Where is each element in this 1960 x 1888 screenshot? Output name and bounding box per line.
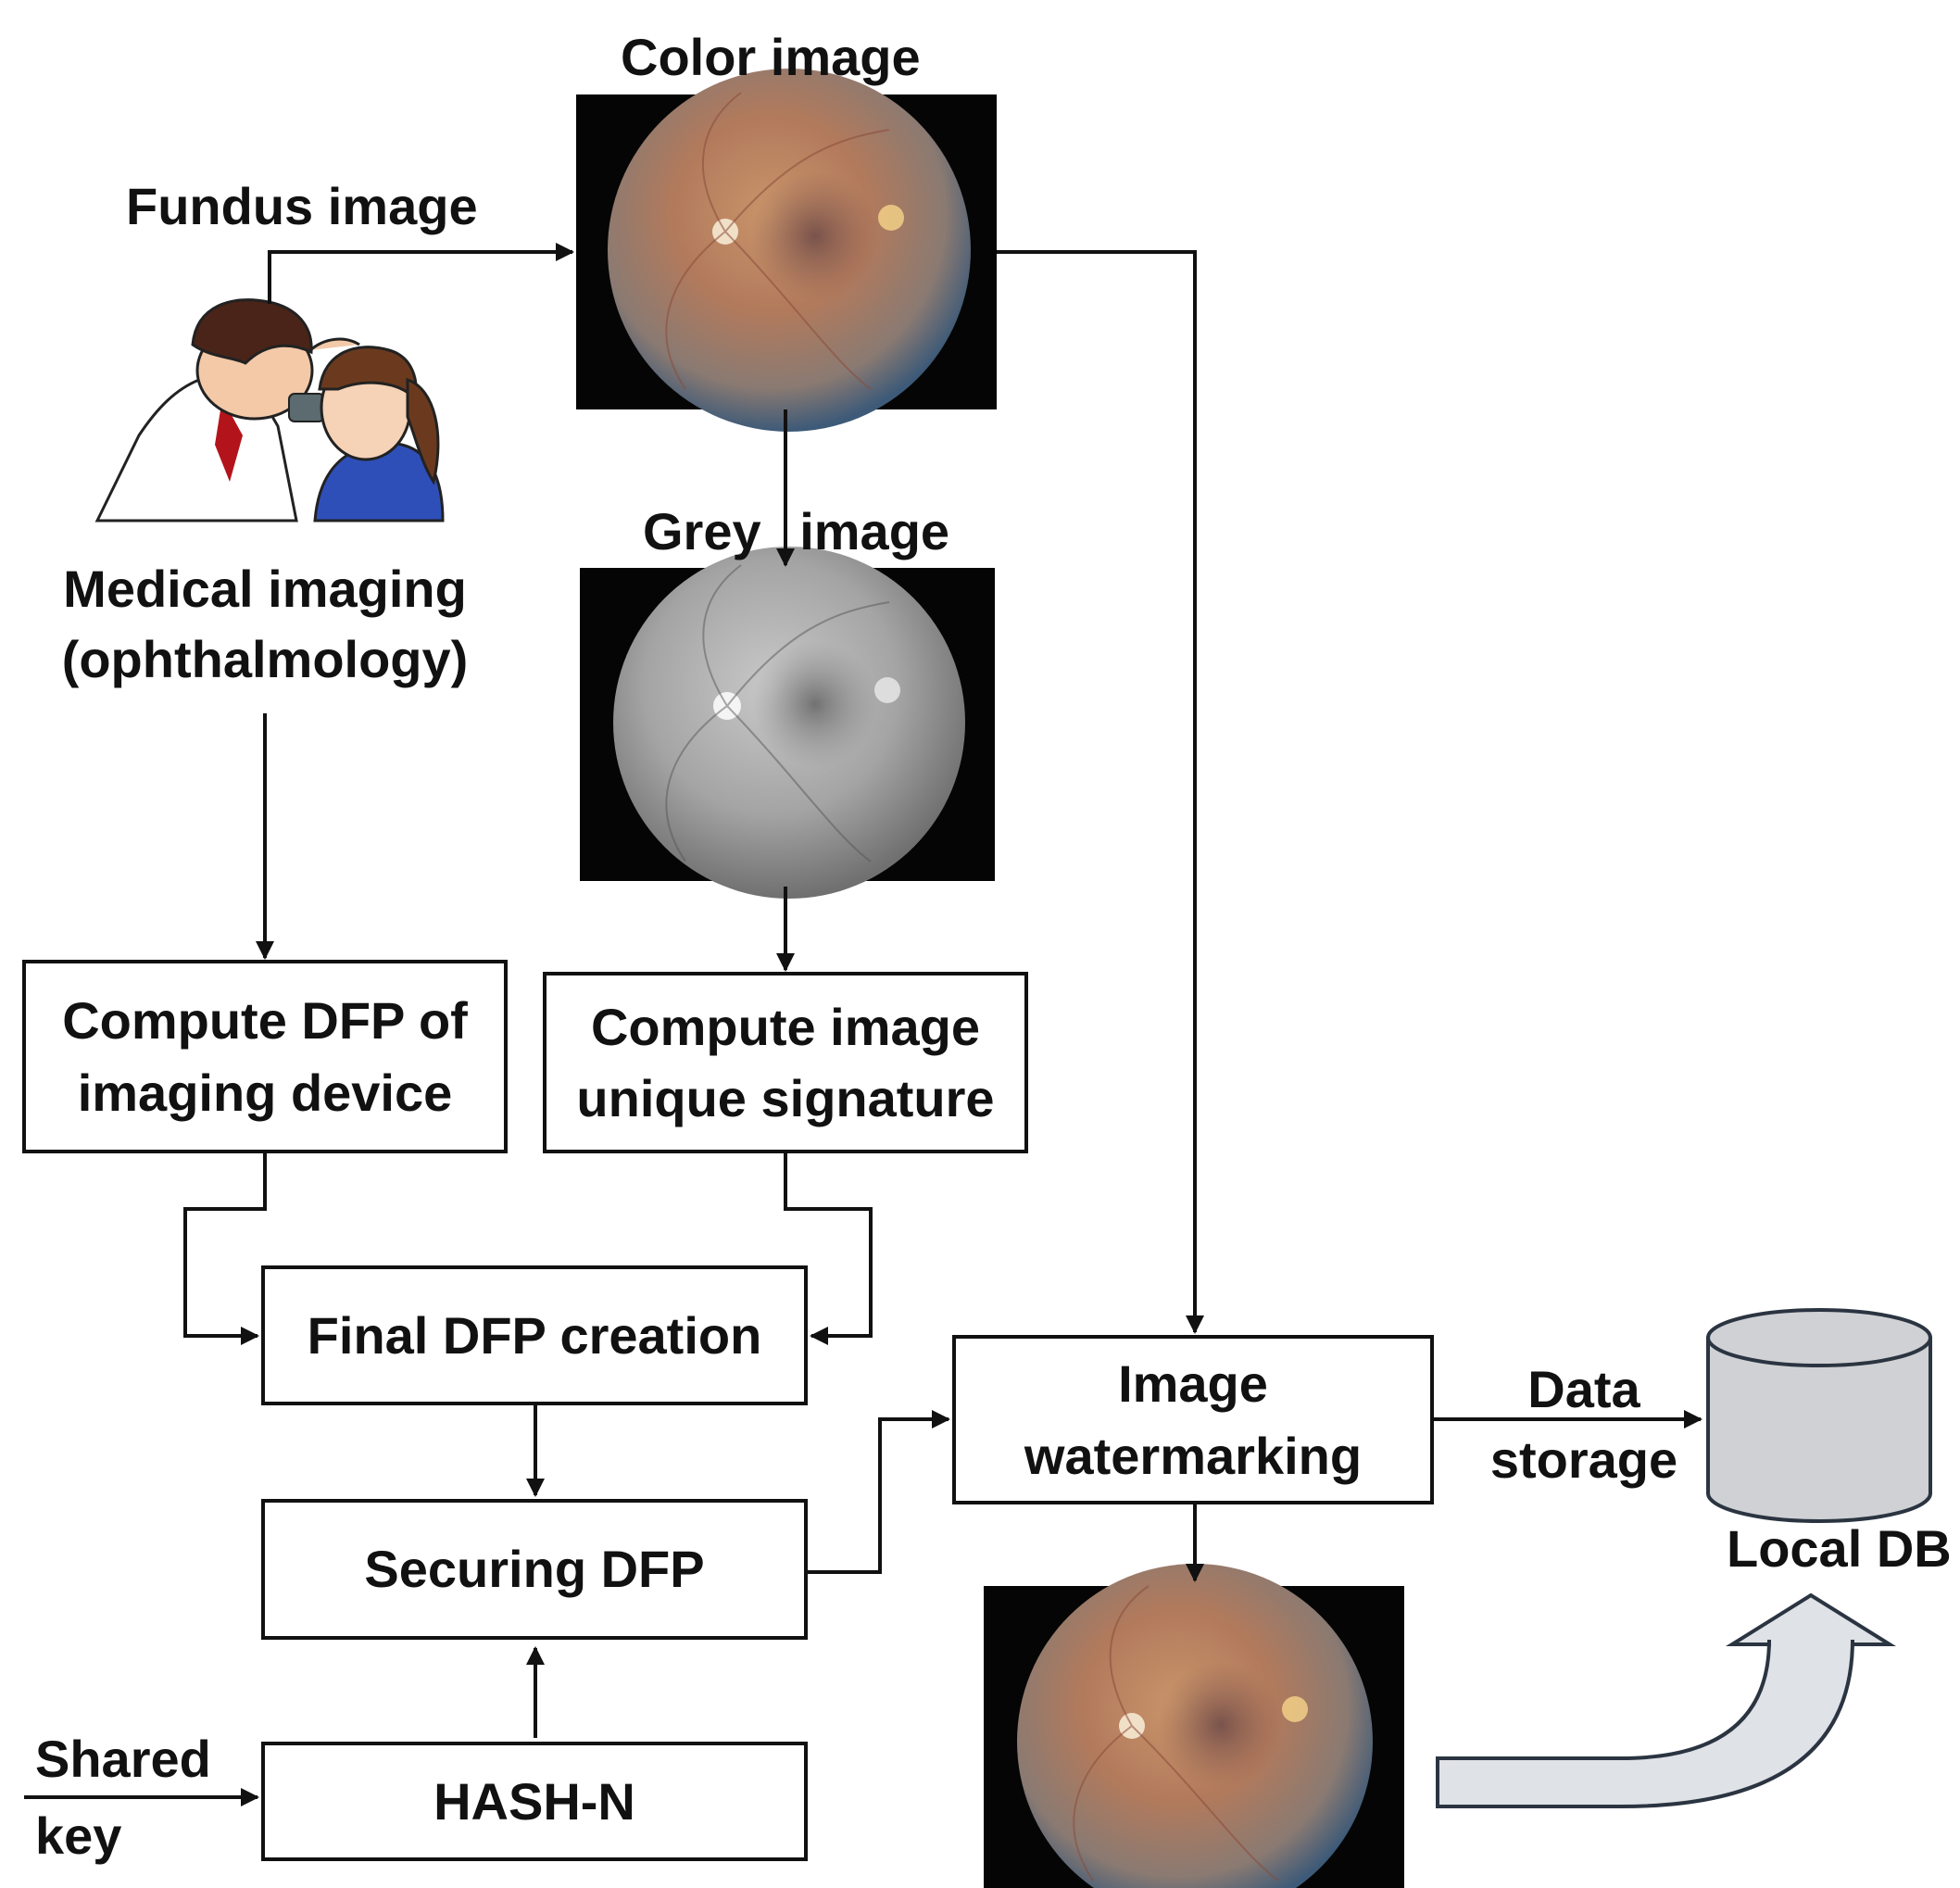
watermarked-fundus-image — [984, 1564, 1404, 1888]
compute-signature-box: Compute image unique signature — [543, 972, 1028, 1153]
local-db-cylinder-icon — [1706, 1308, 1932, 1523]
local-db-label: Local DB — [1727, 1519, 1952, 1578]
arrow-fundus-to-color — [268, 243, 574, 304]
fundus-image-label: Fundus image — [126, 177, 478, 235]
medical-imaging-line2: (ophthalmology) — [61, 629, 469, 688]
compute-dfp-box: Compute DFP of imaging device — [22, 960, 508, 1153]
hash-n-box: HASH-N — [261, 1742, 808, 1861]
data-storage-line1: Data — [1527, 1360, 1640, 1418]
data-storage-label: Data storage — [1482, 1354, 1686, 1494]
compute-signature-line1: Compute image — [590, 997, 981, 1056]
shared-key-line1: Shared — [35, 1730, 211, 1788]
compute-dfp-line1: Compute DFP of — [62, 991, 468, 1051]
compute-signature-line2: unique signature — [576, 1069, 995, 1127]
final-dfp-box: Final DFP creation — [261, 1265, 808, 1405]
grey-fundus-image — [580, 547, 995, 899]
ophthalmologist-illustration — [94, 298, 445, 522]
compute-dfp-line2: imaging device — [77, 1063, 453, 1122]
arrow-securing-to-watermarking — [808, 1410, 950, 1574]
shared-key-label: Shared key — [35, 1721, 211, 1875]
data-storage-line2: storage — [1489, 1429, 1678, 1489]
securing-dfp-box: Securing DFP — [261, 1499, 808, 1640]
medical-imaging-line1: Medical imaging — [63, 560, 467, 618]
image-watermarking-box: Image watermarking — [952, 1335, 1434, 1504]
color-fundus-image — [576, 69, 997, 432]
grey-image-label: Grey image — [643, 502, 950, 560]
medical-imaging-label: Medical imaging (ophthalmology) — [33, 554, 496, 694]
shared-key-line2: key — [35, 1806, 122, 1865]
watermarking-line2: watermarking — [1024, 1426, 1363, 1485]
watermarking-line1: Image — [1118, 1354, 1268, 1414]
color-image-label: Color image — [621, 28, 921, 86]
arrow-compute-dfp-to-final — [183, 1153, 267, 1345]
arrow-color-to-watermarking — [997, 250, 1204, 1334]
storage-curved-arrow — [1436, 1592, 1896, 1808]
arrow-signature-to-final — [784, 1153, 873, 1345]
